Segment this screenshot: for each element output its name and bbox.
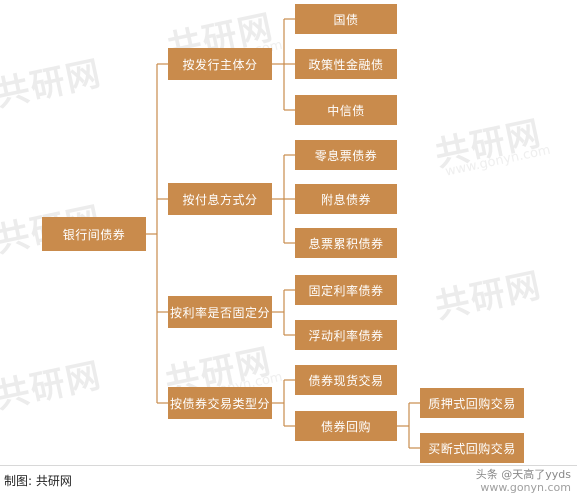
- category-node: 按发行主体分: [168, 48, 272, 80]
- category-node: 按债券交易类型分: [168, 387, 272, 419]
- item-node: 附息债券: [295, 184, 397, 214]
- category-node: 按利率是否固定分: [168, 296, 272, 328]
- item-node: 国债: [295, 4, 397, 34]
- subitem-node: 买断式回购交易: [420, 433, 524, 463]
- item-node: 零息票债券: [295, 140, 397, 170]
- item-node: 政策性金融债: [295, 49, 397, 79]
- item-node: 浮动利率债券: [295, 320, 397, 350]
- corner-watermark: 头条 @天高了yyds www.gonyn.com: [476, 468, 571, 494]
- item-node: 债券现货交易: [295, 365, 397, 395]
- category-node: 按付息方式分: [168, 183, 272, 215]
- item-node: 息票累积债券: [295, 228, 397, 258]
- corner-url: www.gonyn.com: [480, 481, 571, 494]
- item-node: 债券回购: [295, 411, 397, 441]
- subitem-node: 质押式回购交易: [420, 388, 524, 418]
- root-node: 银行间债券: [42, 217, 146, 251]
- item-node: 中信债: [295, 95, 397, 125]
- footer-divider: [0, 465, 577, 466]
- corner-handle: 头条 @天高了yyds: [475, 468, 571, 481]
- source-note: 制图: 共研网: [4, 474, 72, 488]
- item-node: 固定利率债券: [295, 275, 397, 305]
